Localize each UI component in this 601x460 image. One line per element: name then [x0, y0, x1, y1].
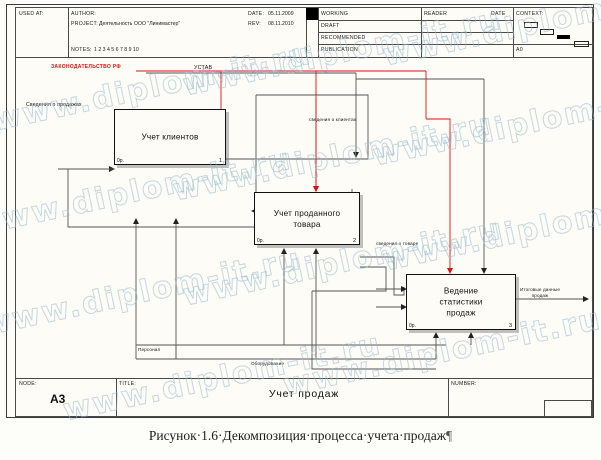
context-label: CONTEXT:	[516, 11, 544, 17]
node-label: NODE:	[19, 381, 37, 387]
figure-caption: Рисунок·1.6·Декомпозиция·процесса·учета·…	[0, 428, 601, 444]
project-value: Деятельность ООО "Линимастер"	[99, 21, 181, 27]
context-box-current	[557, 35, 570, 39]
notes-label: NOTES:	[71, 47, 92, 53]
idef0-header: USED AT: AUTHOR: PROJECT: Деятельность О…	[16, 8, 594, 58]
node-value: A3	[50, 392, 66, 406]
figure-caption-text: Рисунок·1.6·Декомпозиция·процесса·учета·…	[148, 428, 447, 443]
idef0-canvas: Учет клиентов 0р. 1 Учет проданного това…	[16, 59, 592, 381]
context-box-3	[574, 41, 589, 47]
idef0-frame: USED AT: AUTHOR: PROJECT: Деятельность О…	[6, 4, 594, 418]
label-equipment: Оборудование	[251, 361, 285, 366]
activity-box-1-number: 1	[218, 158, 222, 164]
context-node: A0	[516, 47, 523, 53]
activity-box-1-cost: 0р.	[117, 158, 124, 164]
activity-box-3-number: 3	[508, 323, 512, 329]
diagram-title: Учет продаж	[268, 388, 340, 400]
activity-box-3[interactable]: Ведение статистики продаж 0р. 3	[406, 274, 516, 330]
label-legislation: ЗАКОНОДАТЕЛЬСТВО РФ	[51, 64, 121, 70]
status-publication[interactable]: PUBLICATION	[321, 47, 358, 53]
reader-label: READER	[424, 11, 448, 17]
used-at-label: USED AT:	[19, 11, 44, 17]
activity-box-2-number: 2	[352, 238, 356, 244]
reader-date-label: DATE	[491, 11, 506, 17]
activity-box-2[interactable]: Учет проданного товара 0р. 2	[254, 192, 360, 245]
idef0-frame-inner: USED AT: AUTHOR: PROJECT: Деятельность О…	[15, 7, 594, 417]
number-box[interactable]	[544, 400, 592, 417]
label-clients-info: сведения о клиентах	[309, 117, 357, 122]
rev-value: 08.11.2010	[268, 21, 294, 27]
author-label: AUTHOR:	[71, 11, 97, 17]
status-recommended[interactable]: RECOMMENDED	[321, 35, 366, 41]
label-sales-info: Сведения о продажах	[26, 102, 82, 108]
label-final-data: Итоговые данные продаж	[520, 287, 561, 298]
label-goods-info: сведения о товаре	[376, 241, 419, 246]
status-working-marker	[306, 8, 318, 20]
project-label: PROJECT:	[71, 21, 99, 27]
title-label: TITLE:	[119, 381, 137, 387]
activity-box-2-title: Учет проданного товара	[273, 208, 341, 229]
activity-box-1-title: Учет клиентов	[141, 132, 199, 142]
notes-value: 1 2 3 4 5 6 7 8 9 10	[94, 47, 139, 53]
pilcrow-mark: ¶	[446, 428, 453, 443]
status-working[interactable]: WORKING	[321, 11, 349, 17]
activity-box-3-cost: 0р.	[409, 323, 416, 329]
date-value: 05.11.2009	[268, 11, 294, 17]
context-box-2	[540, 29, 554, 35]
status-draft[interactable]: DRAFT	[321, 23, 340, 29]
idef0-footer: NODE: A3 TITLE: Учет продаж NUMBER:	[16, 378, 594, 417]
number-label: NUMBER:	[451, 381, 477, 387]
date-label: DATE:	[248, 11, 265, 17]
label-personnel: Персонал	[138, 347, 161, 352]
activity-box-2-cost: 0р.	[257, 238, 264, 244]
context-box-1	[524, 22, 538, 28]
rev-label: REV:	[248, 21, 261, 27]
activity-box-3-title: Ведение статистики продаж	[439, 286, 483, 318]
activity-box-1[interactable]: Учет клиентов 0р. 1	[114, 109, 226, 165]
label-charter: УСТАВ	[194, 65, 213, 71]
